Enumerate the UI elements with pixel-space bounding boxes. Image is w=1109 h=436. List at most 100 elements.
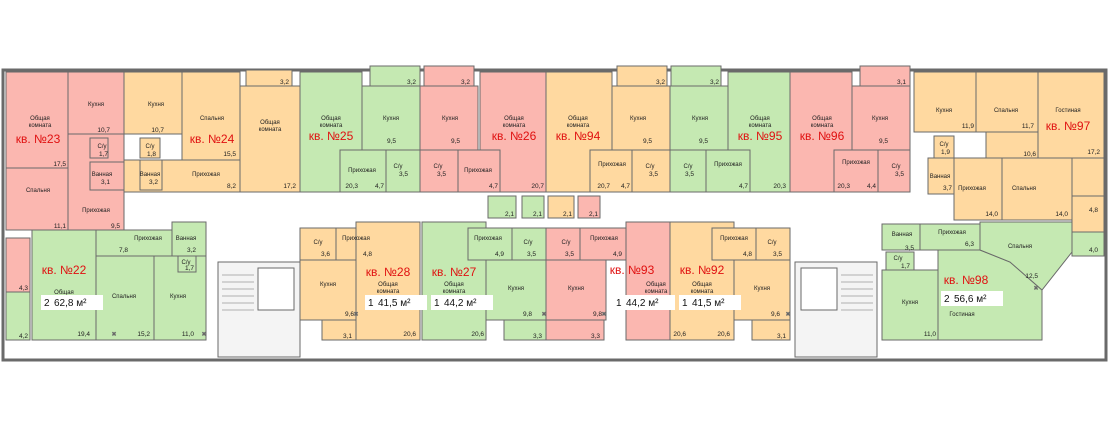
window-mark-0: × — [112, 331, 116, 338]
area-a24_bath: 3,2 — [149, 179, 158, 186]
room-label-hall: Прихожая — [842, 160, 870, 166]
area-a97_bed2: 14,0 — [1055, 211, 1068, 218]
a22-living — [31, 229, 97, 341]
area-a94_kitchen: 9,5 — [643, 138, 652, 145]
room-label-wc: С/у — [768, 240, 777, 246]
area-a92_hall: 4,8 — [743, 251, 752, 258]
room-label-kitchen: Кухня — [320, 282, 336, 288]
area-a22_living: 19,4 — [77, 331, 90, 338]
area-a26_hall: 4,7 — [489, 183, 498, 190]
area-s_33a: 3,3 — [533, 333, 542, 340]
room-label-wc: С/у — [182, 260, 191, 266]
apartment-number-95: кв. №95 — [738, 129, 783, 143]
a92-kitchen — [733, 259, 791, 321]
room-label-kitchen: Кухня — [692, 116, 708, 122]
apartment-area-93: 44,2 м² — [626, 298, 659, 309]
a97-lounge — [1037, 71, 1105, 159]
a93-balc — [545, 319, 605, 341]
a24-bed — [181, 71, 241, 163]
area-s_48: 4,8 — [1089, 207, 1098, 214]
stair-left-core — [257, 267, 295, 311]
room-label-wc: С/у — [684, 164, 693, 170]
room-label-bedroom: Спальня — [112, 294, 136, 300]
area-a96_living: 20,3 — [837, 183, 850, 190]
area-a27_hall: 4,9 — [495, 251, 504, 258]
apartment-area-98: 56,6 м² — [954, 294, 987, 305]
area-a22_bath: 3,2 — [187, 247, 196, 254]
area-a94_living: 20,7 — [597, 183, 610, 190]
a22-edge-top — [5, 237, 31, 293]
a23-wc — [89, 137, 109, 159]
a92-hall — [711, 227, 757, 261]
area-a28_living: 20,6 — [403, 331, 416, 338]
window-mark-1: × — [202, 331, 206, 338]
area-a24_bed: 15,5 — [223, 151, 236, 158]
apartment-number-94: кв. №94 — [556, 129, 601, 143]
room-label-kitchen: Кухня — [383, 116, 399, 122]
apartment-rooms-93: 1 — [616, 298, 622, 309]
area-a97_hall: 14,0 — [985, 211, 998, 218]
apartment-number-26: кв. №26 — [492, 129, 537, 143]
apartment-area-92: 41,5 м² — [692, 298, 725, 309]
apartment-area-28: 41,5 м² — [378, 298, 411, 309]
room-label-hall: Прихожая — [598, 162, 626, 168]
a93-kitchen — [545, 259, 607, 321]
info-box-27 — [431, 295, 493, 310]
window-mark-2: × — [354, 311, 358, 318]
a95-hall — [705, 149, 751, 193]
area-a22_hall: 7,8 — [119, 247, 128, 254]
area-a96_hall: 4,4 — [867, 183, 876, 190]
room-label-hall: Прихожая — [938, 230, 966, 236]
room-label-wc: С/у — [434, 164, 443, 170]
info-box-92 — [679, 295, 741, 310]
room-label-lounge: Гостиная — [949, 312, 974, 318]
info-box-22 — [41, 295, 103, 310]
apartment-area-22: 62,8 м² — [54, 298, 87, 309]
area-a92_wc: 3,5 — [773, 251, 782, 258]
area-a25_wc: 3,5 — [399, 171, 408, 178]
apartment-number-93: кв. №93 — [610, 263, 655, 277]
area-a25_kitchen: 9,5 — [387, 138, 396, 145]
a94-hall — [589, 149, 633, 193]
area-a94_hall: 4,7 — [621, 183, 630, 190]
a25-hall — [339, 149, 387, 193]
area-a22_kitchen: 11,0 — [182, 331, 195, 338]
room-label-wc: С/у — [314, 240, 323, 246]
a97-balcony — [985, 131, 1039, 159]
room-label-bath: Ванная — [892, 232, 913, 238]
area-b94: 3,2 — [656, 79, 665, 86]
a92-balc — [751, 319, 791, 341]
room-label-lounge: Гостиная — [1055, 108, 1080, 114]
room-label-wc: С/у — [894, 256, 903, 262]
a98-bath — [881, 223, 921, 251]
a27-wc — [511, 227, 547, 261]
a23-bath — [89, 161, 125, 191]
room-label-bedroom: Спальня — [200, 116, 224, 122]
apartment-rooms-22: 2 — [44, 298, 50, 309]
room-label-hall: Прихожая — [714, 162, 742, 168]
area-a92_kitchen: 9,6 — [771, 311, 780, 318]
area-c_21d: 2,1 — [589, 211, 598, 218]
info-box-93 — [613, 295, 675, 310]
room-label-kitchen: Кухня — [88, 102, 104, 108]
room-label-kitchen: Кухня — [442, 116, 458, 122]
area-b95: 3,2 — [710, 79, 719, 86]
area-s_31b: 3,1 — [777, 333, 786, 340]
a28-living — [355, 221, 421, 341]
a26-hall — [457, 149, 501, 193]
room-label-kitchen: Кухня — [902, 300, 918, 306]
area-a23_wc: 1,7 — [99, 151, 108, 158]
room-label-hall: Прихожая — [474, 236, 502, 242]
area-a93_living: 20,6 — [673, 331, 686, 338]
room-label-hall: Прихожая — [590, 236, 618, 242]
room-label-bath: Ванная — [140, 172, 161, 178]
a96-kitchen — [851, 85, 911, 151]
room-label-wc: С/у — [394, 164, 403, 170]
a98-kitchen — [881, 269, 939, 341]
